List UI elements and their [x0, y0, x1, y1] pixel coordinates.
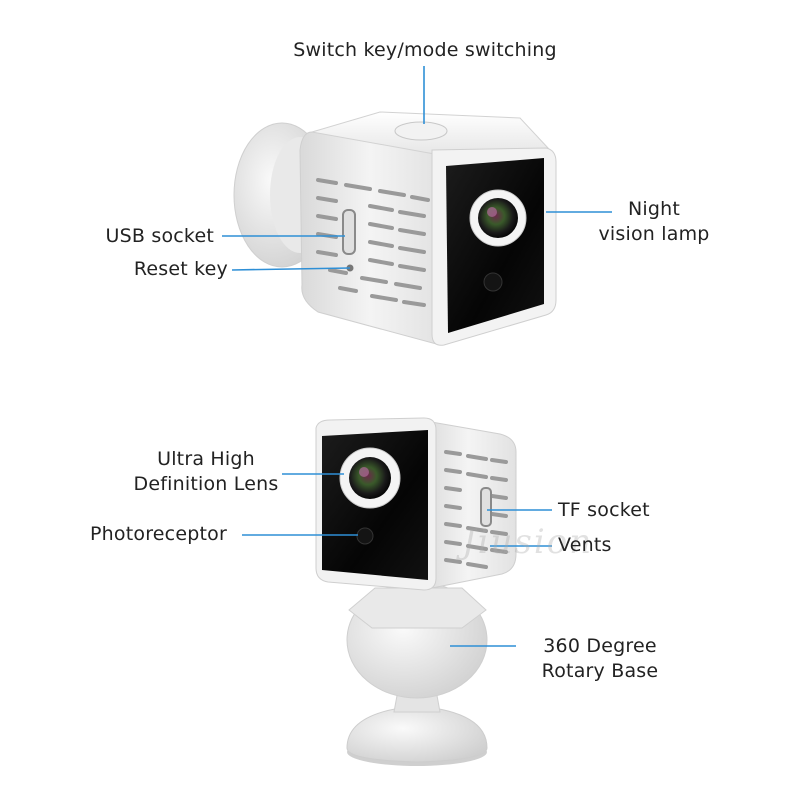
label-lens-line1: Ultra High — [157, 448, 255, 470]
bottom-photoreceptor — [356, 527, 374, 545]
label-rotary-base-line1: 360 Degree — [543, 635, 657, 657]
label-night-vision-line1: Night — [627, 198, 681, 220]
label-night-vision: Night vision lamp — [584, 197, 724, 247]
tf-socket-slot — [480, 487, 492, 527]
top-vents — [316, 178, 430, 307]
watermark: Jiusion — [462, 522, 594, 562]
label-usb-socket: USB socket — [105, 225, 214, 247]
top-camera — [233, 111, 557, 346]
label-tf-socket: TF socket — [558, 499, 650, 521]
top-lens — [478, 198, 518, 238]
switch-key-button — [394, 121, 448, 141]
label-lens: Ultra High Definition Lens — [124, 447, 288, 497]
label-photoreceptor: Photoreceptor — [90, 523, 227, 545]
label-lens-line2: Definition Lens — [133, 473, 279, 495]
callout-lines — [222, 66, 612, 647]
label-night-vision-line2: vision lamp — [598, 223, 710, 245]
label-switch-key: Switch key/mode switching — [293, 39, 557, 61]
bottom-camera — [315, 417, 517, 766]
camera-body-side — [299, 131, 441, 346]
usb-socket-slot — [342, 209, 356, 255]
top-photoreceptor — [483, 272, 503, 292]
label-rotary-base: 360 Degree Rotary Base — [520, 634, 680, 684]
label-vents: Vents — [558, 534, 612, 556]
bottom-lens — [349, 457, 391, 499]
callout-reset-key — [231, 267, 351, 271]
label-rotary-base-line2: Rotary Base — [541, 660, 659, 682]
label-reset-key: Reset key — [133, 258, 228, 280]
bottom-vents — [444, 450, 508, 569]
